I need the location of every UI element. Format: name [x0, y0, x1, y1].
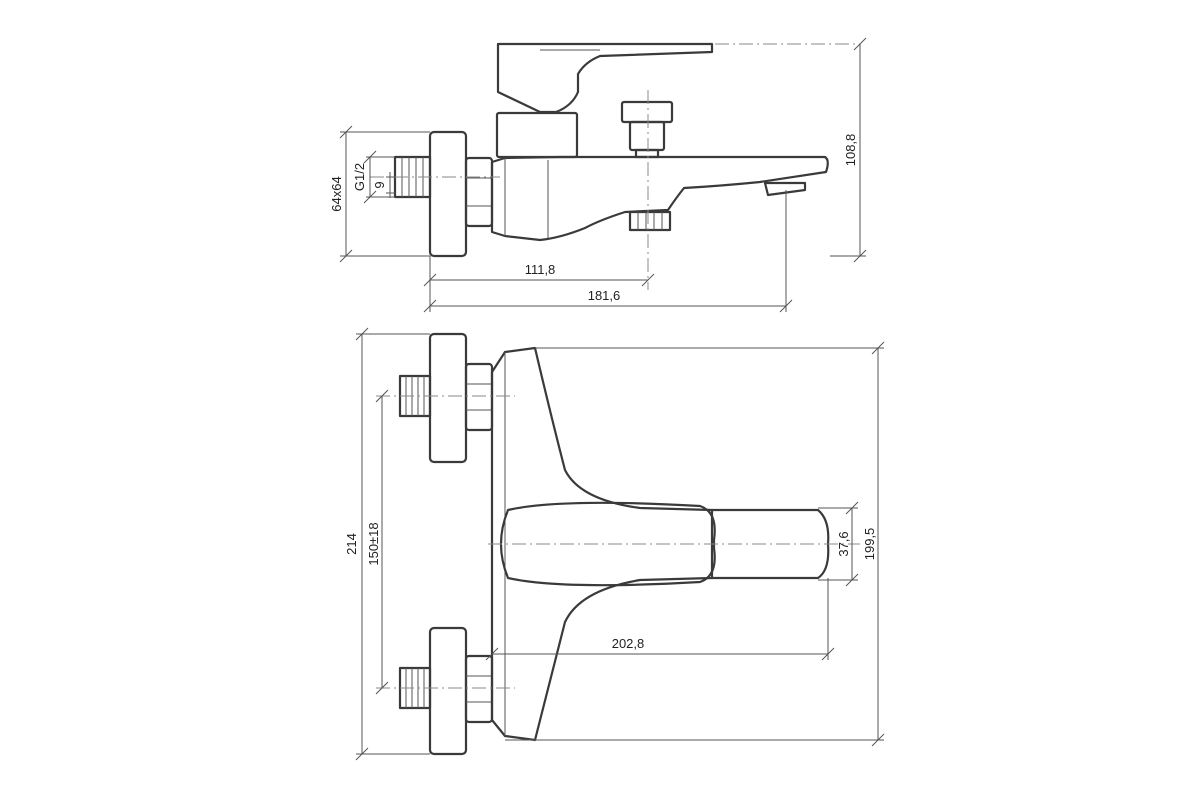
dim-inlet-spacing: 150±18 [366, 389, 389, 695]
dim-label-spout-height: 199,5 [862, 528, 877, 561]
dim-lever-width: 37,6 [818, 501, 859, 587]
dim-flange-size: 64x64 [329, 125, 430, 263]
front-nut-bottom [464, 654, 494, 724]
dim-label-lever-width: 37,6 [836, 531, 851, 556]
side-wall-flange [428, 130, 468, 258]
side-diverter-knob [620, 100, 674, 159]
dim-label-thread-offset: 9 [372, 181, 387, 188]
side-view: 108,8 64x64 G1/2 9 [329, 37, 867, 313]
dim-overall-height-front: 214 [344, 327, 430, 761]
front-lever-handle [499, 501, 716, 587]
dim-label-flange-size: 64x64 [329, 176, 344, 211]
side-body [490, 155, 829, 242]
side-outlet-connector [628, 210, 672, 232]
dim-label-thread: G1/2 [352, 163, 367, 191]
side-lever-handle [496, 42, 714, 114]
dim-label-outlet-to-diverter: 111,8 [525, 262, 556, 277]
front-nut-top [464, 362, 494, 432]
side-nut [464, 156, 494, 228]
dim-spout-length: 202,8 [485, 578, 835, 661]
side-aerator [763, 181, 807, 197]
front-view: 214 150±18 199,5 37,6 [344, 327, 885, 761]
dim-label-overall-height: 108,8 [843, 134, 858, 167]
dim-overall-height: 108,8 [830, 37, 867, 263]
front-wall-flange-bottom [428, 626, 468, 756]
dim-label-overall-height-front: 214 [344, 533, 359, 555]
side-cartridge [495, 111, 579, 159]
dim-outlet-to-spout: 181,6 [423, 190, 793, 313]
dim-label-spout-length: 202,8 [612, 636, 645, 651]
dim-outlet-to-diverter: 111,8 [423, 256, 655, 312]
dim-label-inlet-spacing: 150±18 [366, 522, 381, 565]
dim-thread: G1/2 [352, 150, 395, 204]
dim-spout-height: 199,5 [505, 341, 885, 747]
dim-thread-offset: 9 [372, 172, 395, 198]
front-wall-flange-top [428, 332, 468, 464]
dim-label-outlet-to-spout: 181,6 [588, 288, 621, 303]
